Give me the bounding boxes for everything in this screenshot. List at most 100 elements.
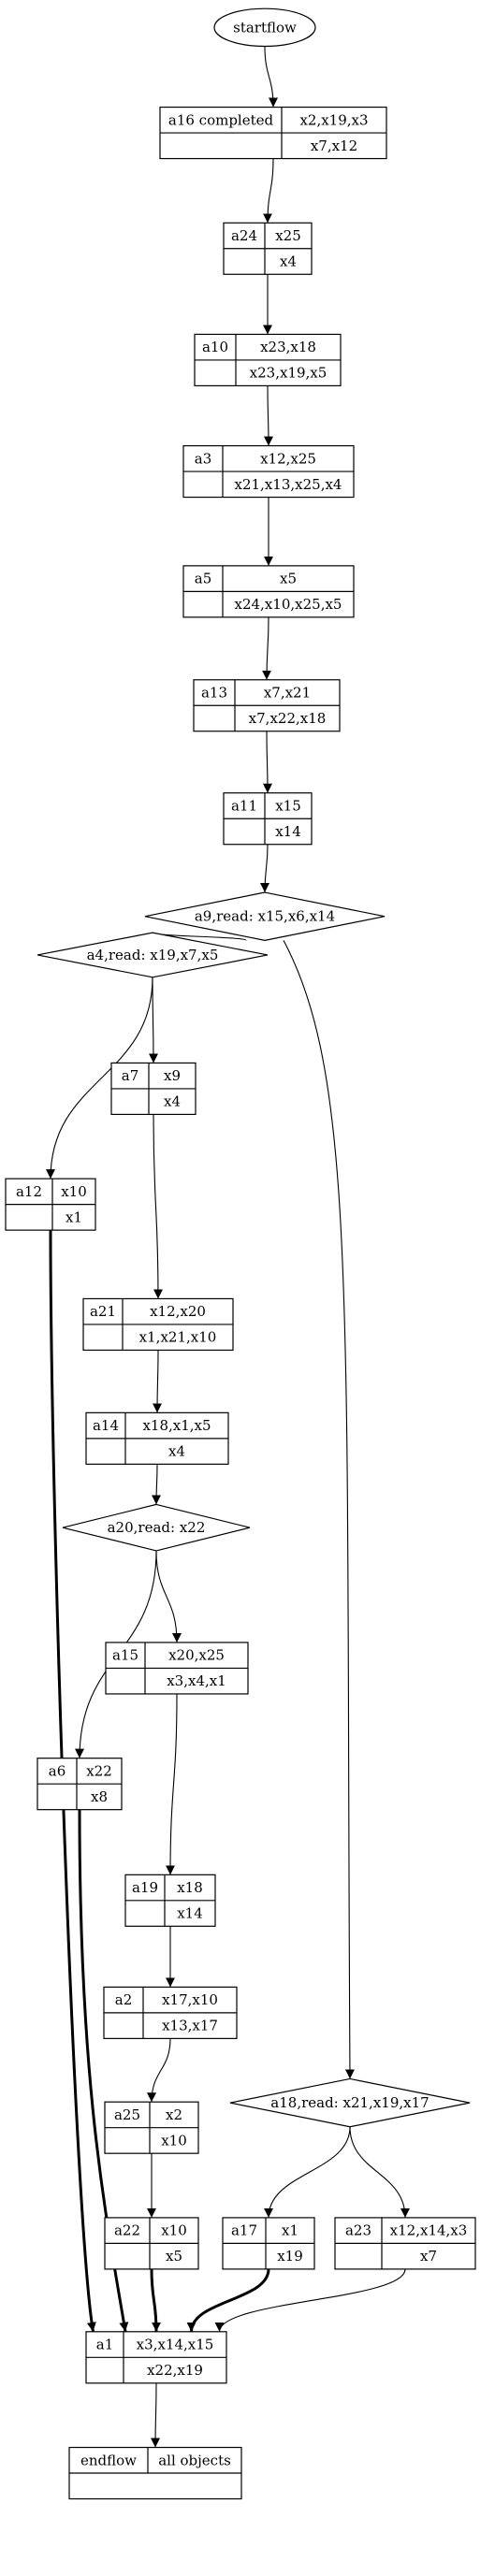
- node-bottom-values: x1: [66, 1208, 82, 1225]
- node-name: a17: [231, 2222, 257, 2239]
- decision-a9: a9,read: x15,x6,x14: [144, 891, 386, 941]
- node-name: a22: [114, 2222, 140, 2239]
- node-bottom-values: x22,x19: [147, 2362, 203, 2379]
- edge-a5-to-a13: [262, 616, 272, 680]
- node-a6: a6 x22 x8: [36, 1758, 123, 1811]
- node-name: a5: [195, 571, 212, 587]
- node-bottom-values: x5: [166, 2248, 182, 2265]
- decision-label: a9,read: x15,x6,x14: [195, 908, 335, 925]
- edge-a21-to-a14: [153, 1350, 163, 1413]
- node-top-values: x18,x1,x5: [142, 1417, 211, 1434]
- node-name: a21: [90, 1303, 116, 1320]
- node-bottom-values: x4: [168, 1443, 185, 1460]
- node-top-values: x15: [275, 797, 301, 814]
- node-top-values: x3,x14,x15: [137, 2337, 214, 2353]
- node-top-values: x20,x25: [168, 1647, 225, 1664]
- node-a1: a1 x3,x14,x15 x22,x19: [85, 2331, 227, 2384]
- node-bottom-values: x24,x10,x25,x5: [235, 596, 342, 613]
- decision-a18: a18,read: x21,x19,x17: [229, 2077, 471, 2128]
- node-top-values: x12,x25: [260, 450, 316, 467]
- node-a13: a13 x7,x21 x7,x22,x18: [193, 679, 341, 732]
- node-bottom-values: x7,x12: [311, 137, 357, 154]
- node-a17: a17 x1 x19: [222, 2217, 315, 2270]
- node-top-values: x1: [282, 2222, 298, 2239]
- node-a2: a2 x17,x10 x13,x17: [103, 1986, 238, 2039]
- node-name: a14: [93, 1417, 119, 1434]
- startflow-node: startflow: [213, 7, 316, 48]
- edge-a11-to-a9: [260, 844, 270, 893]
- edge-a18-to-a23: [349, 2126, 410, 2218]
- node-a11: a11 x15 x14: [223, 792, 313, 846]
- node-top-values: x22: [86, 1762, 112, 1779]
- node-bottom-values: x10: [161, 2132, 187, 2149]
- startflow-label: startflow: [233, 19, 297, 36]
- node-bottom-values: x7: [420, 2248, 437, 2265]
- edge-a7-to-a21: [153, 1114, 163, 1299]
- node-top-values: x18: [177, 1879, 203, 1896]
- node-name: a1: [96, 2337, 114, 2353]
- node-top-values: x5: [280, 571, 297, 587]
- node-top-values: x2: [166, 2106, 182, 2123]
- node-name: a23: [345, 2222, 371, 2239]
- node-top-values: x10: [61, 1183, 87, 1200]
- decision-label: a20,read: x22: [108, 1519, 206, 1536]
- node-top-values: x25: [275, 227, 301, 244]
- node-bottom-values: x14: [275, 823, 301, 840]
- node-name: a6: [49, 1762, 66, 1779]
- endflow-all-objects: all objects: [158, 2452, 231, 2468]
- node-top-values: x9: [164, 1067, 181, 1084]
- edge-a2-to-a25: [147, 2038, 171, 2103]
- node-bottom-values: x3,x4,x1: [167, 1672, 226, 1689]
- decision-label: a4,read: x19,x7,x5: [87, 947, 219, 963]
- decision-a20: a20,read: x22: [62, 1503, 251, 1552]
- node-a3: a3 x12,x25 x21,x13,x25,x4: [182, 444, 355, 499]
- edge-a17-to-a1: [186, 2268, 270, 2332]
- node-name: a16 completed: [168, 111, 274, 128]
- node-top-values: x17,x10: [162, 1991, 218, 2008]
- edge-start-to-a16: [264, 46, 278, 108]
- node-name: a11: [231, 797, 257, 814]
- node-top-values: x12,x14,x3: [390, 2222, 468, 2239]
- edge-a4-to-a12: [46, 977, 153, 1179]
- edge-a14-to-a20: [152, 1464, 162, 1505]
- node-name: a3: [195, 450, 212, 467]
- node-top-values: x7,x21: [264, 685, 311, 702]
- edge-a18-to-a17: [264, 2126, 351, 2218]
- node-bottom-values: x7,x22,x18: [249, 710, 327, 727]
- node-a5: a5 x5 x24,x10,x25,x5: [182, 565, 355, 618]
- edge-a10-to-a3: [263, 385, 273, 446]
- edge-a15-to-a19: [166, 1693, 178, 1875]
- node-bottom-values: x13,x17: [162, 2018, 218, 2034]
- node-top-values: x2,x19,x3: [299, 111, 368, 128]
- node-bottom-values: x4: [164, 1093, 181, 1110]
- node-a15: a15 x20,x25 x3,x4,x1: [105, 1642, 249, 1695]
- node-name: a12: [16, 1183, 42, 1200]
- node-bottom-values: x19: [277, 2248, 303, 2265]
- node-name: a2: [115, 1991, 133, 2008]
- edge-a9-to-a18: [283, 940, 355, 2079]
- edge-a23-to-a1: [214, 2268, 406, 2332]
- node-bottom-values: x21,x13,x25,x4: [235, 476, 342, 493]
- node-top-values: x12,x20: [150, 1303, 206, 1320]
- node-top-values: x23,x18: [260, 339, 316, 355]
- node-bottom-values: x8: [91, 1788, 108, 1805]
- node-top-values: x10: [161, 2222, 187, 2239]
- edges-layer: [46, 46, 410, 2448]
- edge-a16-to-a24: [263, 158, 274, 224]
- nodes-layer: startflow a16 completed x2,x19,x3 x7,x12 a24…: [5, 7, 476, 2500]
- node-name: a13: [201, 685, 227, 702]
- node-name: a24: [231, 227, 257, 244]
- node-name: a15: [112, 1647, 138, 1664]
- node-name: a10: [202, 339, 228, 355]
- node-a14: a14 x18,x1,x5 x4: [85, 1411, 229, 1465]
- endflow-label: endflow: [80, 2452, 137, 2468]
- edge-a20-to-a15: [155, 1550, 182, 1643]
- node-bottom-values: x23,x19,x5: [250, 365, 328, 382]
- node-a12: a12 x10 x1: [5, 1178, 96, 1231]
- node-bottom-values: x14: [177, 1905, 203, 1922]
